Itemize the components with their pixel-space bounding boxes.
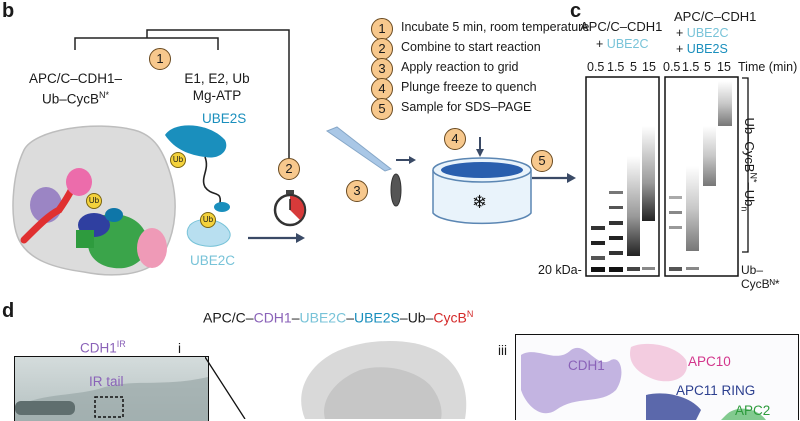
inset-i-map — [14, 356, 209, 421]
panel-d-letter: d — [2, 300, 15, 322]
poly-ub-bracket — [742, 77, 749, 253]
inset-zoom-line — [205, 356, 246, 419]
gel2-title: APC/C–CDH1 — [674, 9, 757, 24]
step-number-4: 4 — [371, 78, 393, 100]
gel1-title: APC/C–CDH1 — [580, 19, 663, 34]
gel1-time-3: 5 — [630, 60, 637, 74]
label-apc2: APC2 — [735, 403, 771, 418]
gel2-time-2: 1.5 — [682, 60, 700, 74]
step-badge-3: 3 — [346, 180, 368, 202]
ub-ube2c: Ub — [200, 212, 216, 228]
panel-d-title: APC/C–CDH1–UBE2C–UBE2S–Ub–CycBN — [203, 309, 474, 326]
panel-b-letter: b — [2, 0, 15, 22]
inset-i-density — [15, 377, 208, 421]
poly-ub-label: Ub–CycBN*–Ubn — [739, 117, 759, 212]
label-cdh1: CDH1 — [568, 358, 605, 373]
cryo-em-density-map — [301, 340, 467, 419]
reagents-label-line2: Mg-ATP — [192, 88, 242, 103]
step-number-1: 1 — [371, 18, 393, 40]
step-text-4: Plunge freeze to quench — [401, 80, 537, 94]
gel2-condition-1: + UBE2C — [676, 26, 729, 40]
time-axis-label: Time (min) — [738, 60, 798, 74]
step-text-3: Apply reaction to grid — [401, 60, 519, 74]
gel2-time-1: 0.5 — [663, 60, 681, 74]
stopwatch-icon — [273, 190, 307, 227]
gel2-condition-2: + UBE2S — [676, 42, 728, 56]
cryogen-container-icon — [432, 157, 532, 225]
panel-c-letter: c — [570, 0, 582, 22]
ub-on-complex: Ub — [86, 193, 102, 209]
marker-20kda: 20 kDa- — [538, 263, 582, 277]
mono-ub-label: Ub–CycBᴺ* — [741, 263, 780, 291]
ub-ube2s: Ub — [170, 152, 186, 168]
reagents-label-line1: E1, E2, Ub — [184, 71, 250, 86]
step-text-1: Incubate 5 min, room temperature — [401, 20, 590, 34]
sds-page-gels — [585, 76, 739, 277]
step-number-3: 3 — [371, 58, 393, 80]
reagents-label: E1, E2, Ub Mg-ATP — [172, 70, 262, 104]
step-number-2: 2 — [371, 38, 393, 60]
inset-iii-model — [515, 334, 799, 420]
gel2-time-3: 5 — [704, 60, 711, 74]
step-text-2: Combine to start reaction — [401, 40, 541, 54]
poly-ub-label-wrap: Ub–CycBN*–Ubn — [739, 95, 782, 245]
pipette-tip-icon — [325, 126, 393, 172]
step-text-5: Sample for SDS–PAGE — [401, 100, 532, 114]
snowflake-icon: ❄ — [472, 192, 488, 212]
label-apc10: APC10 — [688, 354, 731, 369]
gel1-bands — [591, 126, 655, 272]
gel1-time-1: 0.5 — [587, 60, 605, 74]
inset-iii-ribbons — [521, 343, 766, 420]
step-badge-2: 2 — [278, 158, 300, 180]
inset-cdh1-label: CDH1IR — [80, 339, 126, 356]
gel1-time-4: 15 — [642, 60, 656, 74]
gel1-time-2: 1.5 — [607, 60, 625, 74]
step-number-5: 5 — [371, 98, 393, 120]
ube2c-label: UBE2C — [190, 253, 236, 268]
label-apc11-ring: APC11 RING — [676, 383, 756, 398]
e2-cartoons — [165, 125, 231, 247]
gel1-condition: + UBE2C — [596, 37, 649, 51]
gel2-time-4: 15 — [717, 60, 731, 74]
complex-label: APC/C–CDH1– Ub–CycBN* — [18, 70, 133, 108]
step-badge-4: 4 — [444, 128, 466, 150]
ir-tail-label: IR tail — [89, 374, 124, 389]
em-grid-icon — [390, 173, 402, 207]
complex-label-line2: Ub–CycBN* — [41, 90, 110, 107]
step-badge-1: 1 — [149, 48, 171, 70]
roman-iii: iii — [498, 343, 507, 358]
gel2-bands — [669, 81, 732, 271]
step-badge-5: 5 — [531, 150, 553, 172]
ube2s-label: UBE2S — [202, 111, 247, 126]
complex-label-line1: APC/C–CDH1– — [28, 71, 123, 86]
roman-i: i — [178, 341, 181, 356]
